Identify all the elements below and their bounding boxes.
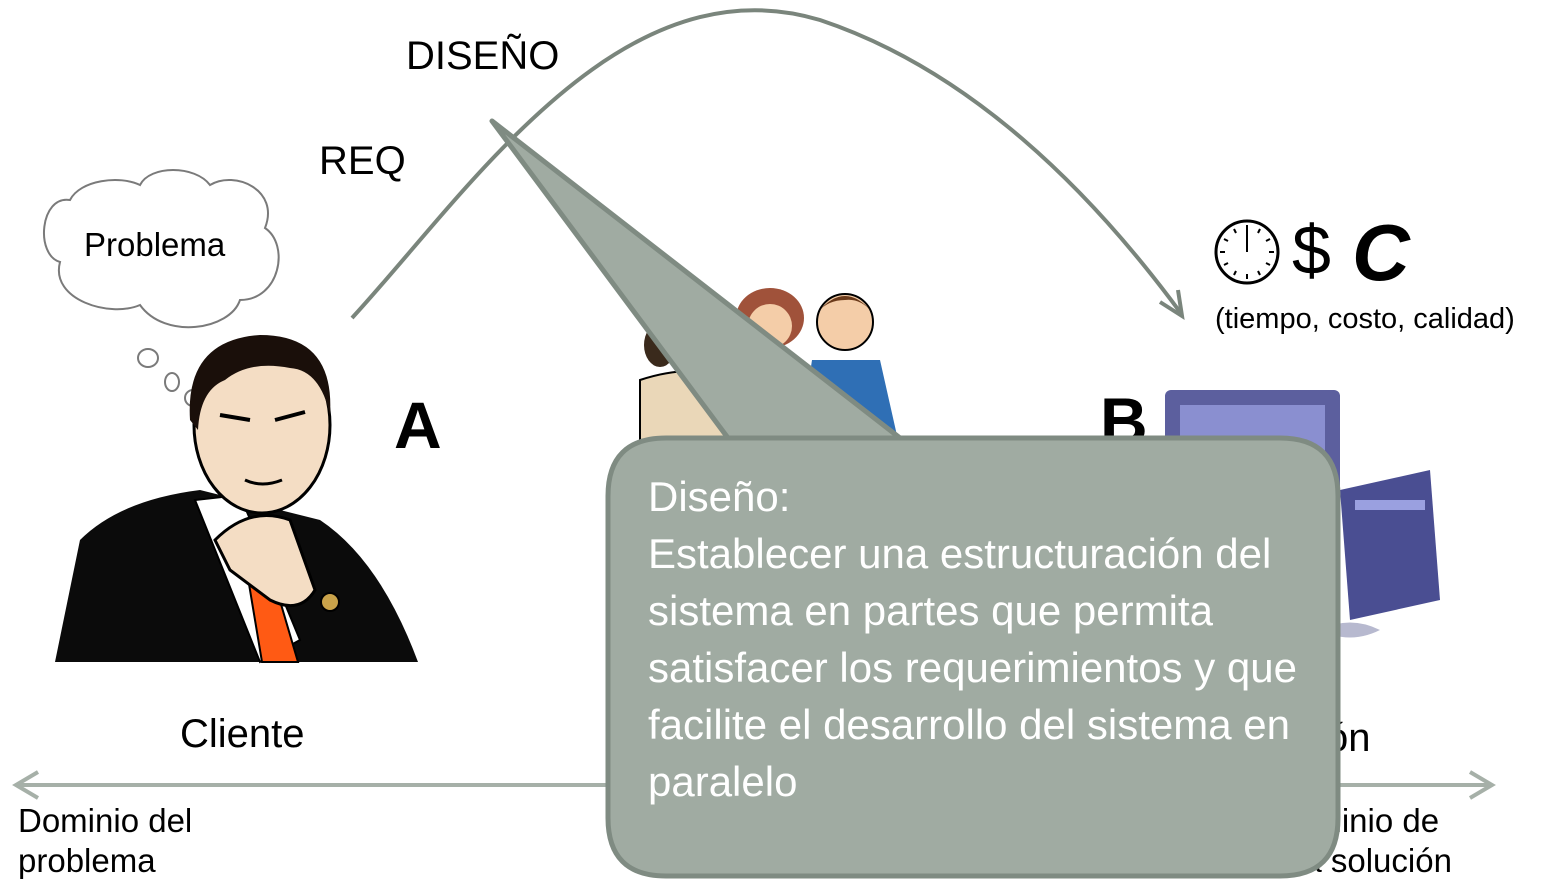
problem-domain-label: Dominio del problema — [18, 802, 193, 879]
money-symbol: $ — [1292, 211, 1331, 289]
requirements-label: REQ — [319, 139, 406, 183]
callout-text: Diseño: Establecer una estructuración de… — [648, 468, 1308, 810]
clock-icon — [1214, 219, 1280, 285]
problem-label: Problema — [84, 226, 226, 263]
design-arc-arrow — [350, 8, 1185, 321]
callout-body: Establecer una estructuración del sistem… — [648, 530, 1297, 805]
point-a-label: A — [394, 388, 442, 462]
metrics-caption: (tiempo, costo, calidad) — [1215, 303, 1515, 335]
quality-symbol: C — [1352, 208, 1410, 297]
callout-title: Diseño: — [648, 473, 791, 520]
thinking-man-illustration — [55, 335, 418, 664]
client-label: Cliente — [180, 712, 305, 756]
design-label: DISEÑO — [406, 34, 560, 78]
